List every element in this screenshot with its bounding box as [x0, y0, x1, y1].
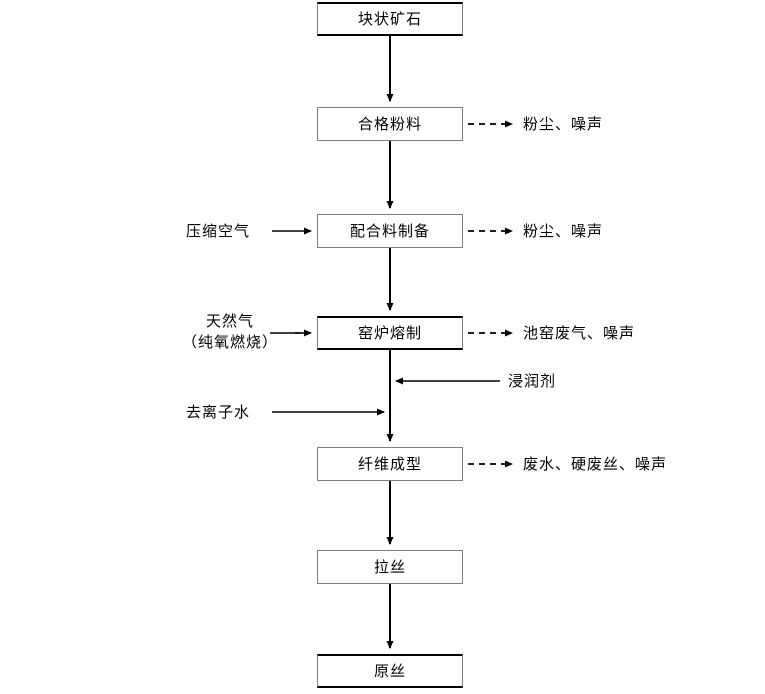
- input-text: 浸润剂: [508, 372, 557, 390]
- node-label: 窑炉熔制: [357, 323, 422, 342]
- output-label-dust-noise-2: 粉尘、噪声: [523, 221, 603, 241]
- node-label: 配合料制备: [349, 221, 430, 240]
- input-text-line2: （纯氧燃烧）: [181, 333, 278, 351]
- process-node-drawing[interactable]: 拉丝: [317, 550, 463, 584]
- process-node-raw-ore[interactable]: 块状矿石: [317, 2, 463, 36]
- process-node-fiber-forming[interactable]: 纤维成型: [317, 447, 463, 481]
- input-text: 压缩空气: [186, 222, 251, 240]
- process-node-qualified-powder[interactable]: 合格粉料: [317, 107, 463, 141]
- output-label-dust-noise-1: 粉尘、噪声: [523, 114, 603, 134]
- process-node-raw-strand[interactable]: 原丝: [317, 654, 463, 688]
- input-text-line1: 天然气: [205, 312, 254, 330]
- node-label: 拉丝: [373, 557, 406, 576]
- process-node-batch-preparation[interactable]: 配合料制备: [317, 214, 463, 248]
- output-text: 粉尘、噪声: [523, 115, 604, 133]
- output-label-wastewater-waste-noise: 废水、硬废丝、噪声: [523, 454, 667, 474]
- input-label-compressed-air: 压缩空气: [186, 221, 250, 241]
- output-text: 粉尘、噪声: [523, 222, 604, 240]
- input-label-natural-gas: 天然气 （纯氧燃烧）: [170, 311, 290, 353]
- input-text: 去离子水: [186, 403, 251, 421]
- input-label-sizing-agent: 浸润剂: [508, 371, 556, 391]
- node-label: 合格粉料: [357, 114, 422, 133]
- node-label: 纤维成型: [357, 454, 422, 473]
- process-node-furnace-melting[interactable]: 窑炉熔制: [317, 316, 463, 350]
- input-label-deionized-water: 去离子水: [186, 402, 250, 422]
- output-text: 废水、硬废丝、噪声: [523, 455, 668, 473]
- node-label: 块状矿石: [357, 9, 422, 28]
- output-text: 池窑废气、噪声: [523, 324, 636, 342]
- output-label-furnace-gas-noise: 池窑废气、噪声: [523, 323, 635, 343]
- node-label: 原丝: [373, 661, 406, 680]
